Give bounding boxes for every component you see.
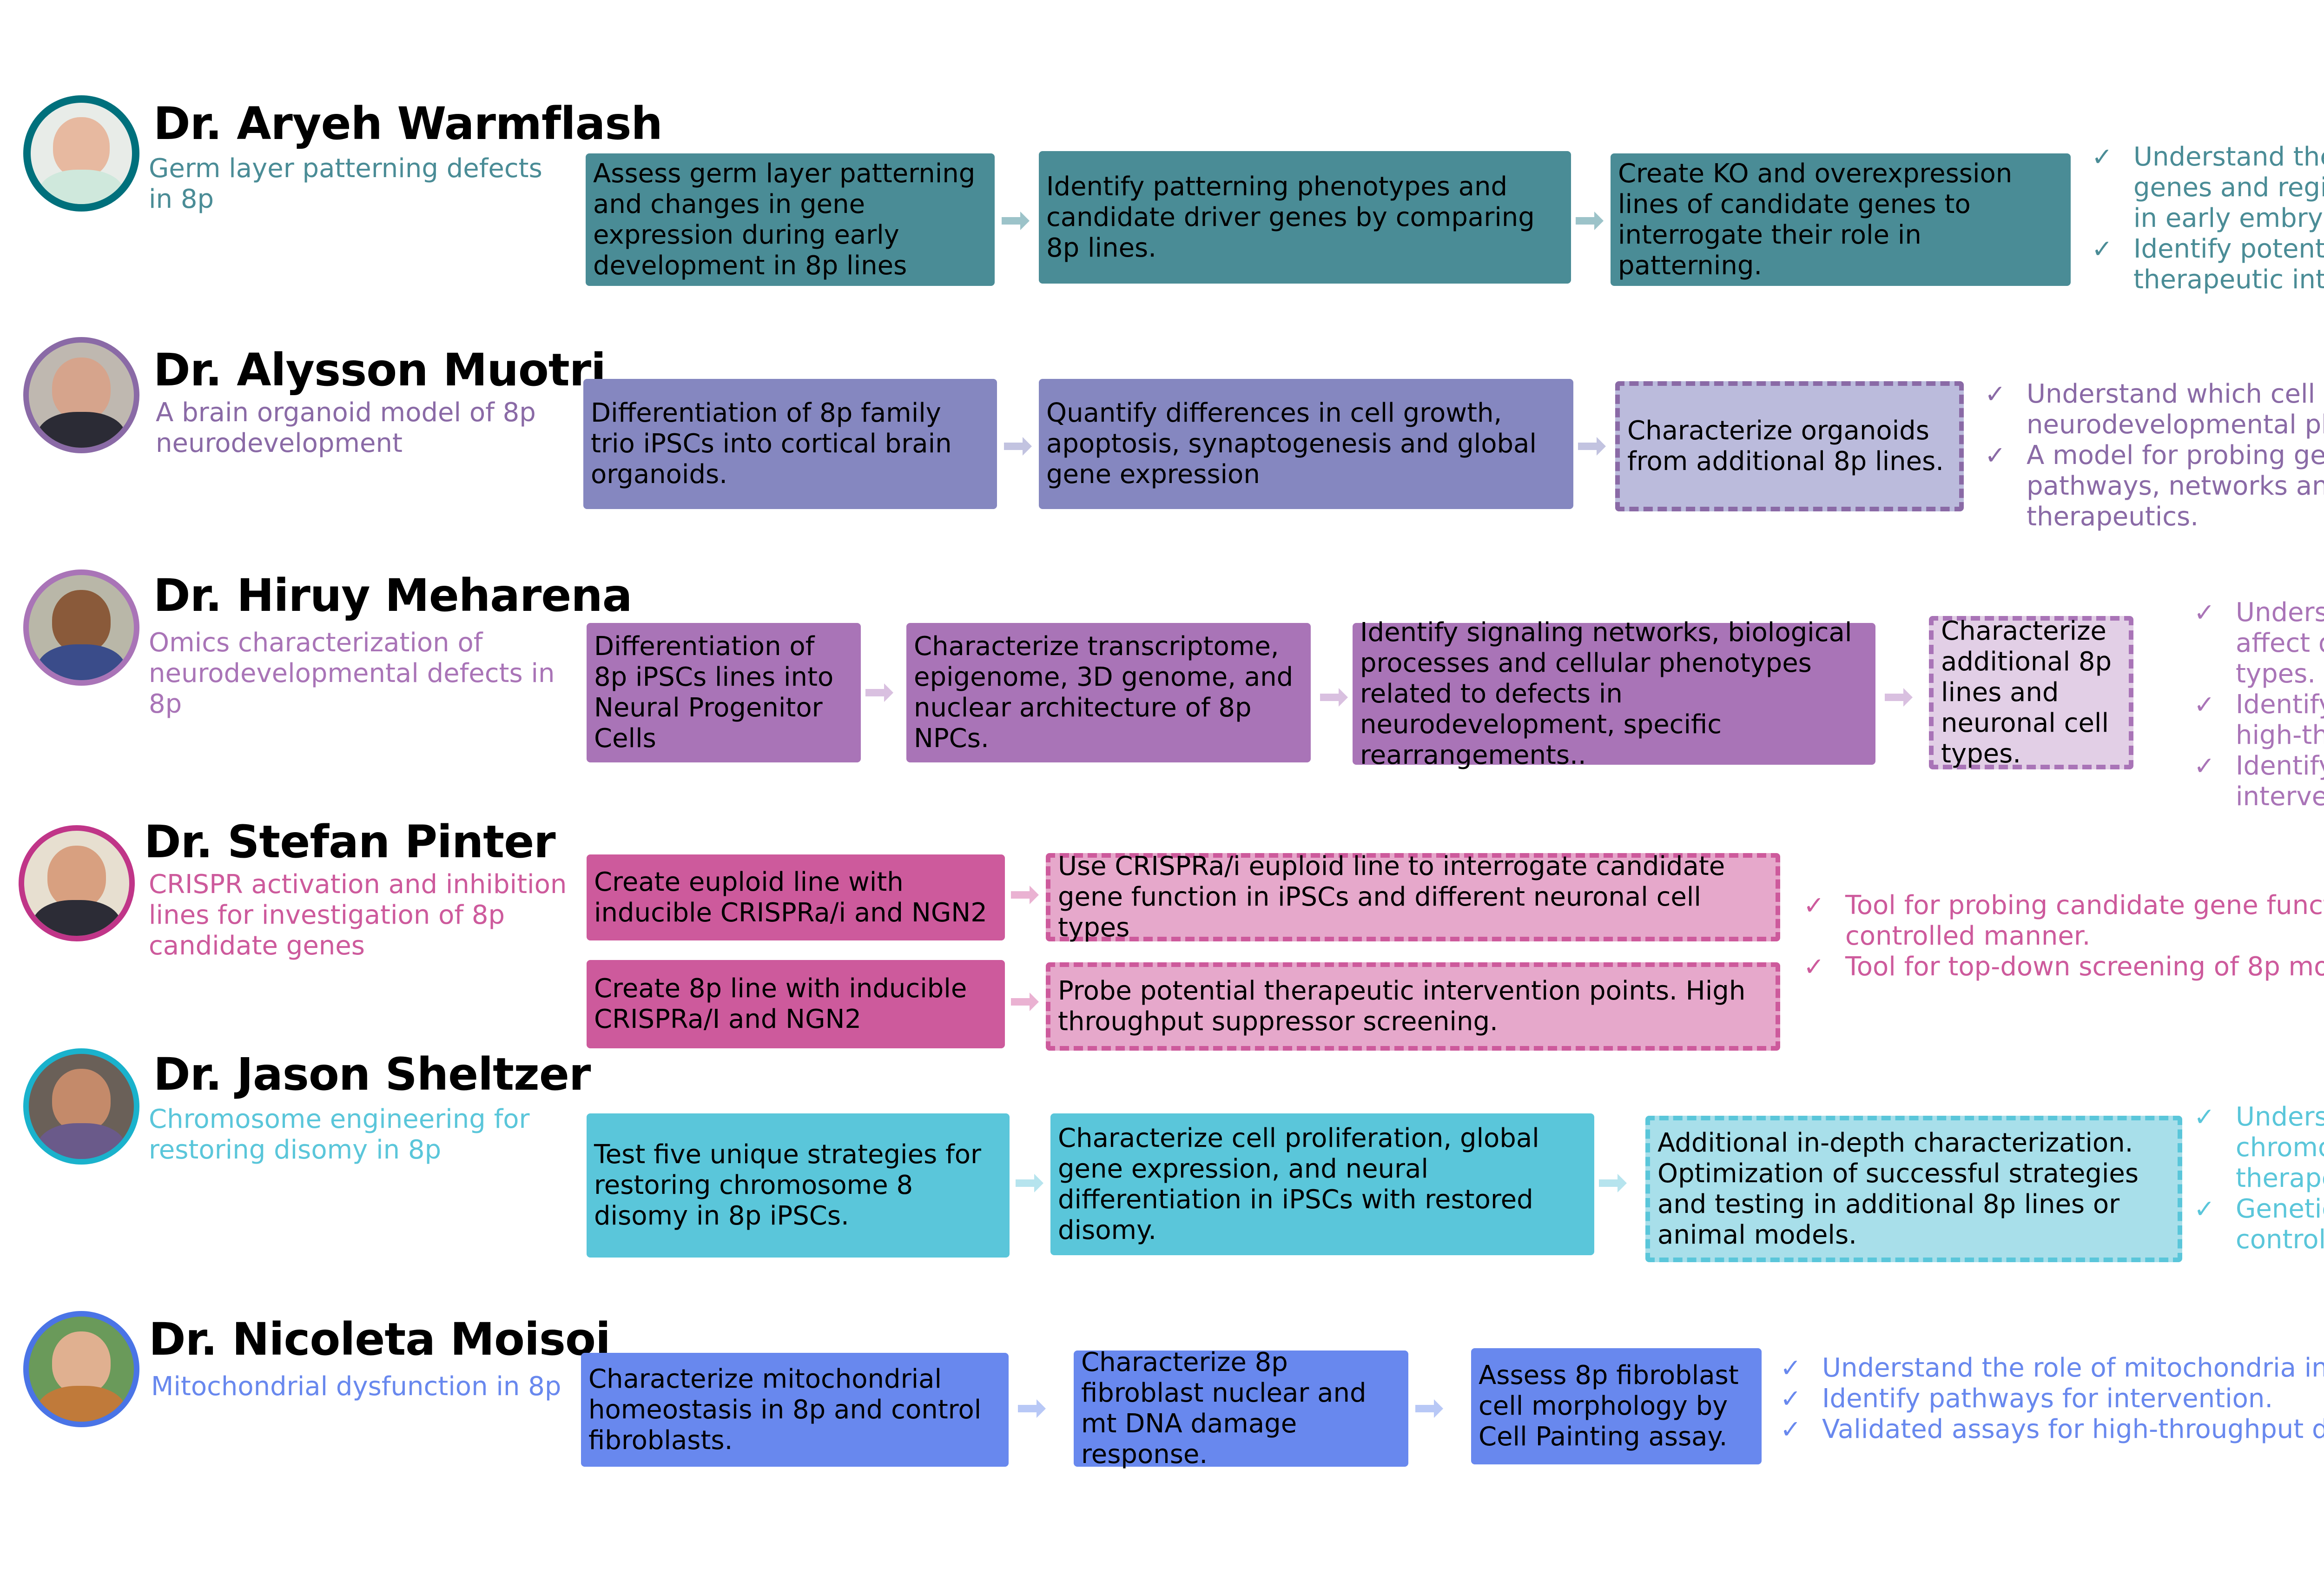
step-box: Quantify differences in cell growth, apo… — [1039, 379, 1573, 509]
outcome-item: ✓Understand how 8p CNVs affect different… — [2194, 597, 2324, 689]
step-box: Differentiation of 8p family trio iPSCs … — [583, 379, 997, 509]
outcomes-list: ✓Understand how 8p CNVs affect different… — [2194, 597, 2324, 812]
researcher-name: Dr. Nicoleta Moisoi — [149, 1313, 611, 1365]
arrow-icon — [1002, 212, 1030, 230]
outcomes-list: ✓Understand the viability of chromosome … — [2194, 1102, 2324, 1255]
check-icon: ✓ — [2194, 1102, 2215, 1132]
step-box: Identify patterning phenotypes and candi… — [1039, 151, 1571, 284]
outcome-item: ✓Tool for top-down screening of 8p modif… — [1803, 952, 2324, 982]
step-box: Create euploid line with inducible CRISP… — [587, 854, 1005, 940]
step-box: Identify signaling networks, biological … — [1353, 617, 1875, 770]
research-topic: Omics characterization of neurodevelopme… — [149, 628, 555, 719]
researcher-name: Dr. Hiruy Meharena — [153, 569, 633, 622]
step-box: Create KO and overexpression lines of ca… — [1611, 153, 2071, 286]
outcome-item: ✓Understand the impact of 8p genes and r… — [2092, 142, 2324, 233]
check-icon: ✓ — [1985, 441, 2006, 470]
arrow-icon — [1320, 688, 1348, 707]
researcher-name: Dr. Alysson Muotri — [153, 344, 606, 396]
check-icon: ✓ — [1780, 1415, 1802, 1444]
outcome-item: ✓Identify potential points of early ther… — [2092, 234, 2324, 295]
step-box: Assess germ layer patterning and changes… — [586, 153, 995, 286]
arrow-icon — [1885, 688, 1913, 707]
avatar — [23, 95, 139, 212]
check-icon: ✓ — [2194, 690, 2215, 719]
research-topic: A brain organoid model of 8p neurodevelo… — [156, 397, 536, 458]
check-icon: ✓ — [2092, 142, 2113, 172]
step-box-future: Characterize organoids from additional 8… — [1615, 381, 1964, 511]
avatar — [19, 825, 135, 941]
step-box: Characterize 8p fibroblast nuclear and m… — [1074, 1347, 1408, 1470]
avatar — [23, 1048, 139, 1165]
outcome-item: ✓Genetically matched 8p and control line… — [2194, 1194, 2324, 1255]
arrow-icon — [1018, 1399, 1046, 1418]
step-box: Differentiation of 8p iPSCs lines into N… — [587, 623, 861, 762]
check-icon: ✓ — [2092, 234, 2113, 264]
researcher-name: Dr. Aryeh Warmflash — [153, 98, 663, 150]
check-icon: ✓ — [1803, 952, 1825, 981]
step-box: Characterize mitochondrial homeostasis i… — [581, 1353, 1009, 1467]
research-topic: CRISPR activation and inhibition lines f… — [149, 869, 567, 961]
check-icon: ✓ — [2194, 1194, 2215, 1224]
outcomes-list: ✓Tool for probing candidate gene functio… — [1803, 890, 2324, 982]
outcome-item: ✓A model for probing genes, pathways, ne… — [1985, 440, 2324, 532]
step-box: Create 8p line with inducible CRISPRa/I … — [587, 960, 1005, 1048]
outcome-item: ✓Tool for probing candidate gene functio… — [1803, 890, 2324, 951]
researcher-name: Dr. Stefan Pinter — [144, 816, 556, 868]
arrow-icon — [1004, 437, 1032, 456]
outcome-item: ✓Identify therapeutic intervention point… — [2194, 751, 2324, 812]
avatar — [23, 569, 139, 686]
outcome-item: ✓Understand which cell types drive 8p ne… — [1985, 379, 2324, 440]
step-box-future: Use CRISPRa/i euploid line to interrogat… — [1046, 851, 1780, 943]
arrow-icon — [1011, 993, 1039, 1011]
check-icon: ✓ — [1985, 379, 2006, 409]
step-box: Characterize cell proliferation, global … — [1050, 1113, 1594, 1255]
avatar — [23, 337, 139, 453]
research-topic: Germ layer patterning defects in 8p — [149, 153, 542, 214]
arrow-icon — [1578, 437, 1606, 456]
research-topic: Chromosome engineering for restoring dis… — [149, 1104, 530, 1165]
outcome-item: ✓Understand the role of mitochondria in … — [1780, 1353, 2324, 1383]
outcome-item: ✓Validated assays for high-throughput dr… — [1780, 1414, 2324, 1444]
step-box: Assess 8p fibroblast cell morphology by … — [1471, 1348, 1762, 1464]
arrow-icon — [865, 683, 893, 702]
step-box: Characterize transcriptome, epigenome, 3… — [906, 623, 1311, 762]
outcomes-list: ✓Understand the impact of 8p genes and r… — [2092, 142, 2324, 295]
researcher-name: Dr. Jason Sheltzer — [153, 1048, 591, 1100]
outcomes-list: ✓Understand which cell types drive 8p ne… — [1985, 379, 2324, 532]
arrow-icon — [1576, 212, 1604, 230]
arrow-icon — [1599, 1174, 1627, 1192]
check-icon: ✓ — [1780, 1384, 1802, 1413]
step-box: Test five unique strategies for restorin… — [587, 1113, 1010, 1258]
check-icon: ✓ — [2194, 751, 2215, 781]
check-icon: ✓ — [1780, 1353, 1802, 1383]
arrow-icon — [1011, 886, 1039, 904]
step-box-future: Additional in-depth characterization. Op… — [1645, 1116, 2182, 1262]
check-icon: ✓ — [2194, 598, 2215, 627]
outcome-item: ✓Understand the viability of chromosome … — [2194, 1102, 2324, 1193]
step-box-future: Probe potential therapeutic intervention… — [1046, 962, 1780, 1051]
research-topic: Mitochondrial dysfunction in 8p — [151, 1371, 561, 1402]
step-box-future: Characterize additional 8p lines and neu… — [1929, 616, 2133, 769]
arrow-icon — [1016, 1174, 1043, 1192]
outcomes-list: ✓Understand the role of mitochondria in … — [1780, 1353, 2324, 1445]
arrow-icon — [1415, 1399, 1443, 1418]
outcome-item: ✓Identify phenotypes for high-throughput… — [2194, 689, 2324, 750]
check-icon: ✓ — [1803, 891, 1825, 920]
outcome-item: ✓Identify pathways for intervention. — [1780, 1384, 2273, 1414]
avatar — [23, 1311, 139, 1427]
